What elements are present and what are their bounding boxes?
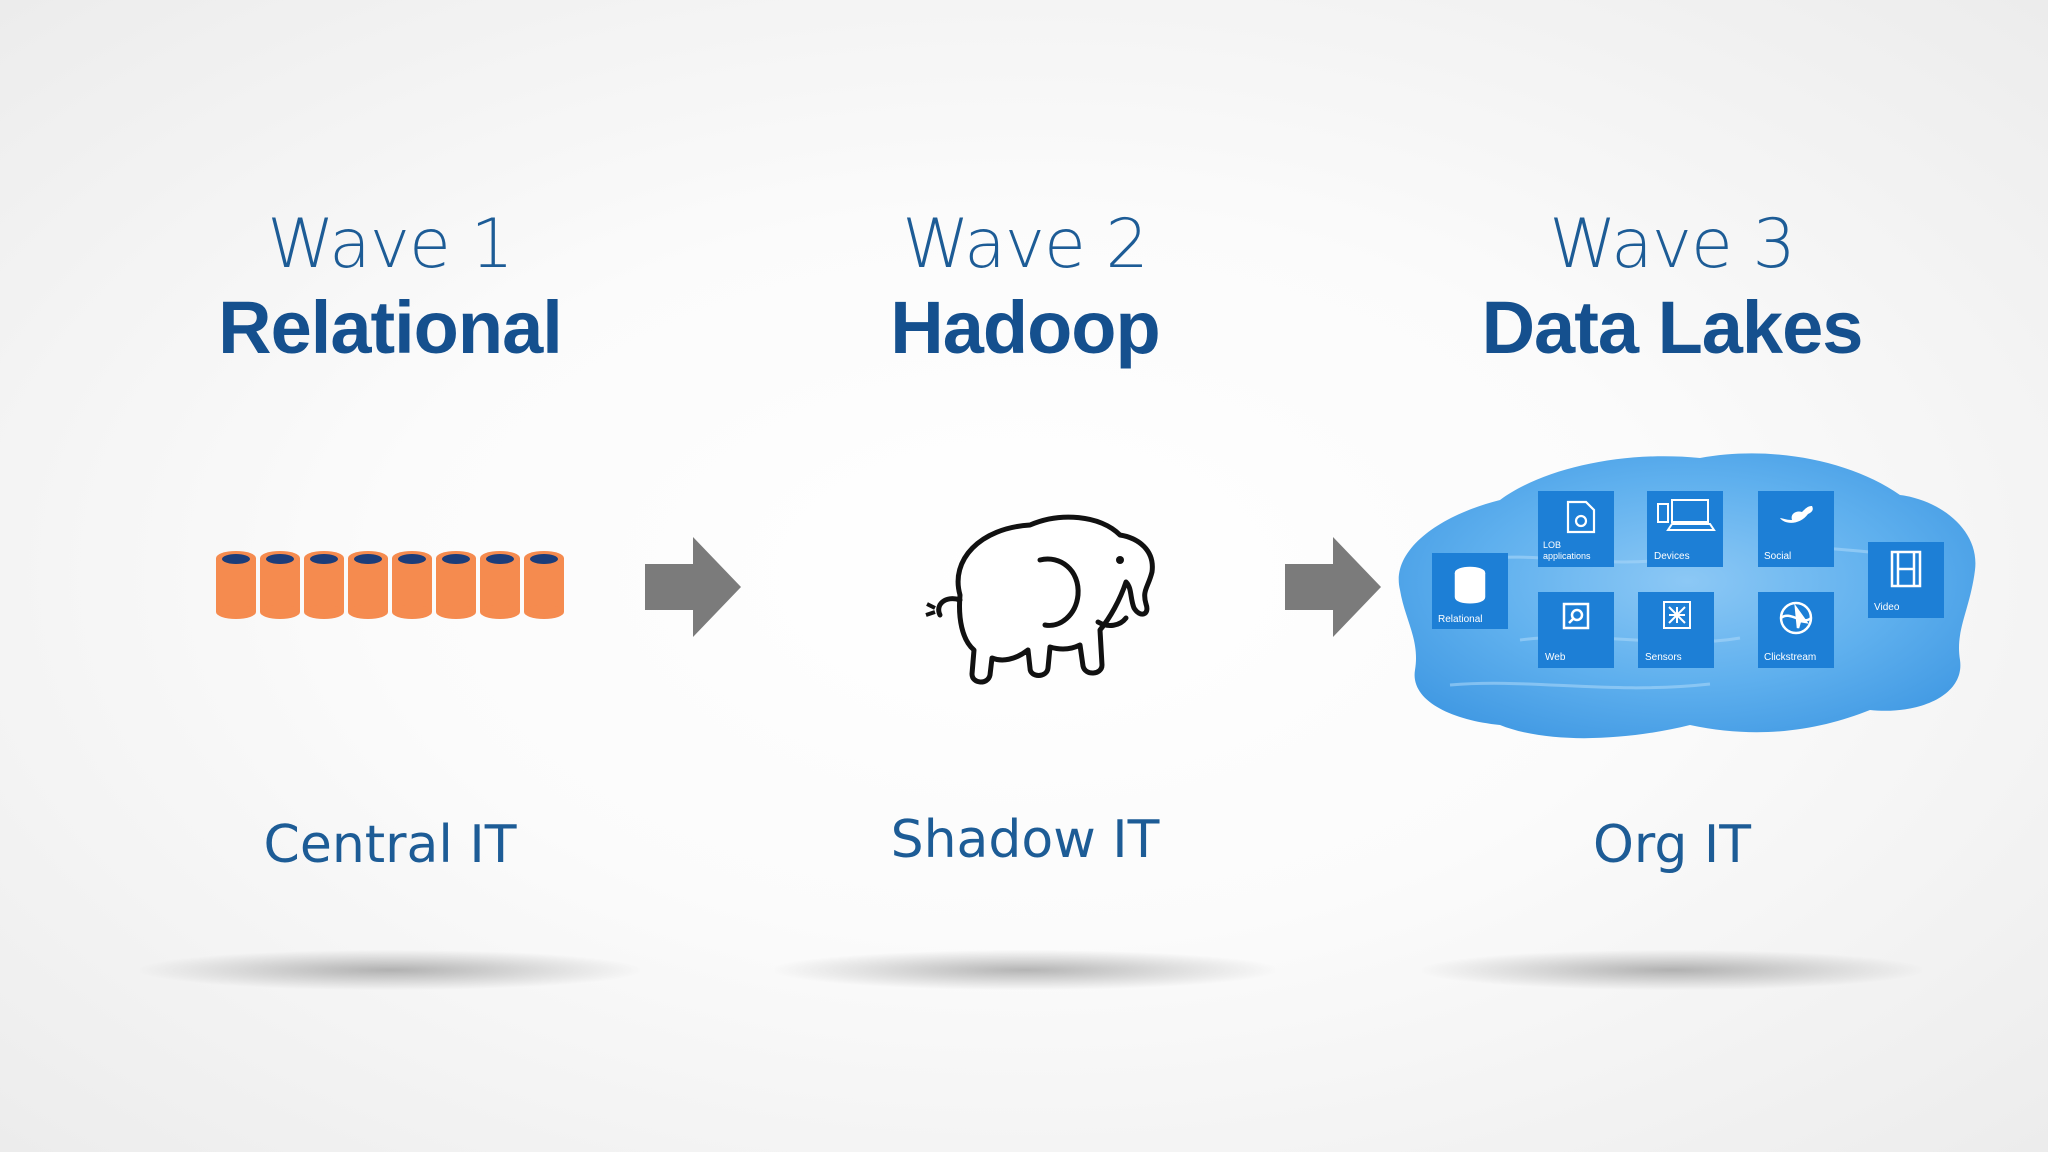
tile-clickstream-label: Clickstream — [1764, 652, 1816, 663]
tile-social-label: Social — [1764, 551, 1791, 562]
tile-devices-label: Devices — [1654, 551, 1690, 562]
database-cylinder-icon — [304, 551, 344, 619]
wave-2-shadow — [775, 950, 1275, 990]
tile-relational-label: Relational — [1438, 614, 1482, 625]
wave-3-label: Wave 3 — [1549, 205, 1796, 284]
tile-sensors: Sensors — [1638, 592, 1714, 668]
tile-devices: Devices — [1647, 491, 1723, 567]
relational-cylinders — [110, 550, 670, 620]
tile-sensors-label: Sensors — [1645, 652, 1682, 663]
sensor-chip-icon — [1663, 601, 1691, 629]
devices-icon — [1657, 499, 1716, 531]
wave-1-shadow — [140, 950, 640, 990]
database-icon — [1454, 566, 1486, 604]
tile-web: Web — [1538, 592, 1614, 668]
database-cylinder-icon — [480, 551, 520, 619]
globe-cursor-icon — [1779, 601, 1813, 635]
database-cylinder-icon — [216, 551, 256, 619]
tile-lob-label-line1: LOB — [1543, 540, 1561, 550]
wave-2-column: Wave 2 Hadoop Shadow IT — [745, 0, 1305, 1152]
tile-video-label: Video — [1874, 602, 1900, 613]
data-lake-illustration: Relational LOB applications Devices Soci… — [1398, 453, 1976, 739]
wave-3-title: Data Lakes — [1481, 286, 1864, 369]
database-cylinder-icon — [260, 551, 300, 619]
document-gear-icon — [1566, 500, 1596, 534]
database-cylinder-icon — [348, 551, 388, 619]
tile-video: Video — [1868, 542, 1944, 618]
wave-1-it-label: Central IT — [263, 815, 517, 875]
wave-3-it-label: Org IT — [1592, 815, 1752, 875]
wave-1-column: Wave 1 Relational Central IT — [110, 0, 670, 1152]
search-icon — [1562, 602, 1590, 630]
wave-1-title: Relational — [218, 286, 563, 369]
wave-2-title: Hadoop — [890, 286, 1160, 369]
tile-web-label: Web — [1545, 652, 1566, 663]
arrow-right-icon — [1285, 537, 1381, 637]
tile-lob-applications: LOB applications — [1538, 491, 1614, 567]
film-icon — [1890, 550, 1922, 588]
bird-icon — [1780, 506, 1813, 523]
tile-clickstream: Clickstream — [1758, 592, 1834, 668]
tile-social: Social — [1758, 491, 1834, 567]
arrow-right-icon — [645, 537, 741, 637]
database-cylinder-icon — [524, 551, 564, 619]
wave-3-column: Wave 3 Data Lakes Org IT — [1392, 0, 1952, 1152]
wave-2-it-label: Shadow IT — [890, 810, 1160, 870]
database-cylinder-icon — [436, 551, 476, 619]
wave-1-label: Wave 1 — [267, 205, 514, 284]
hadoop-elephant-icon — [925, 514, 1155, 685]
wave-3-shadow — [1422, 950, 1922, 990]
tile-lob-label-line2: applications — [1543, 551, 1591, 561]
tile-relational: Relational — [1432, 553, 1508, 629]
database-cylinder-icon — [392, 551, 432, 619]
wave-2-label: Wave 2 — [902, 205, 1149, 284]
